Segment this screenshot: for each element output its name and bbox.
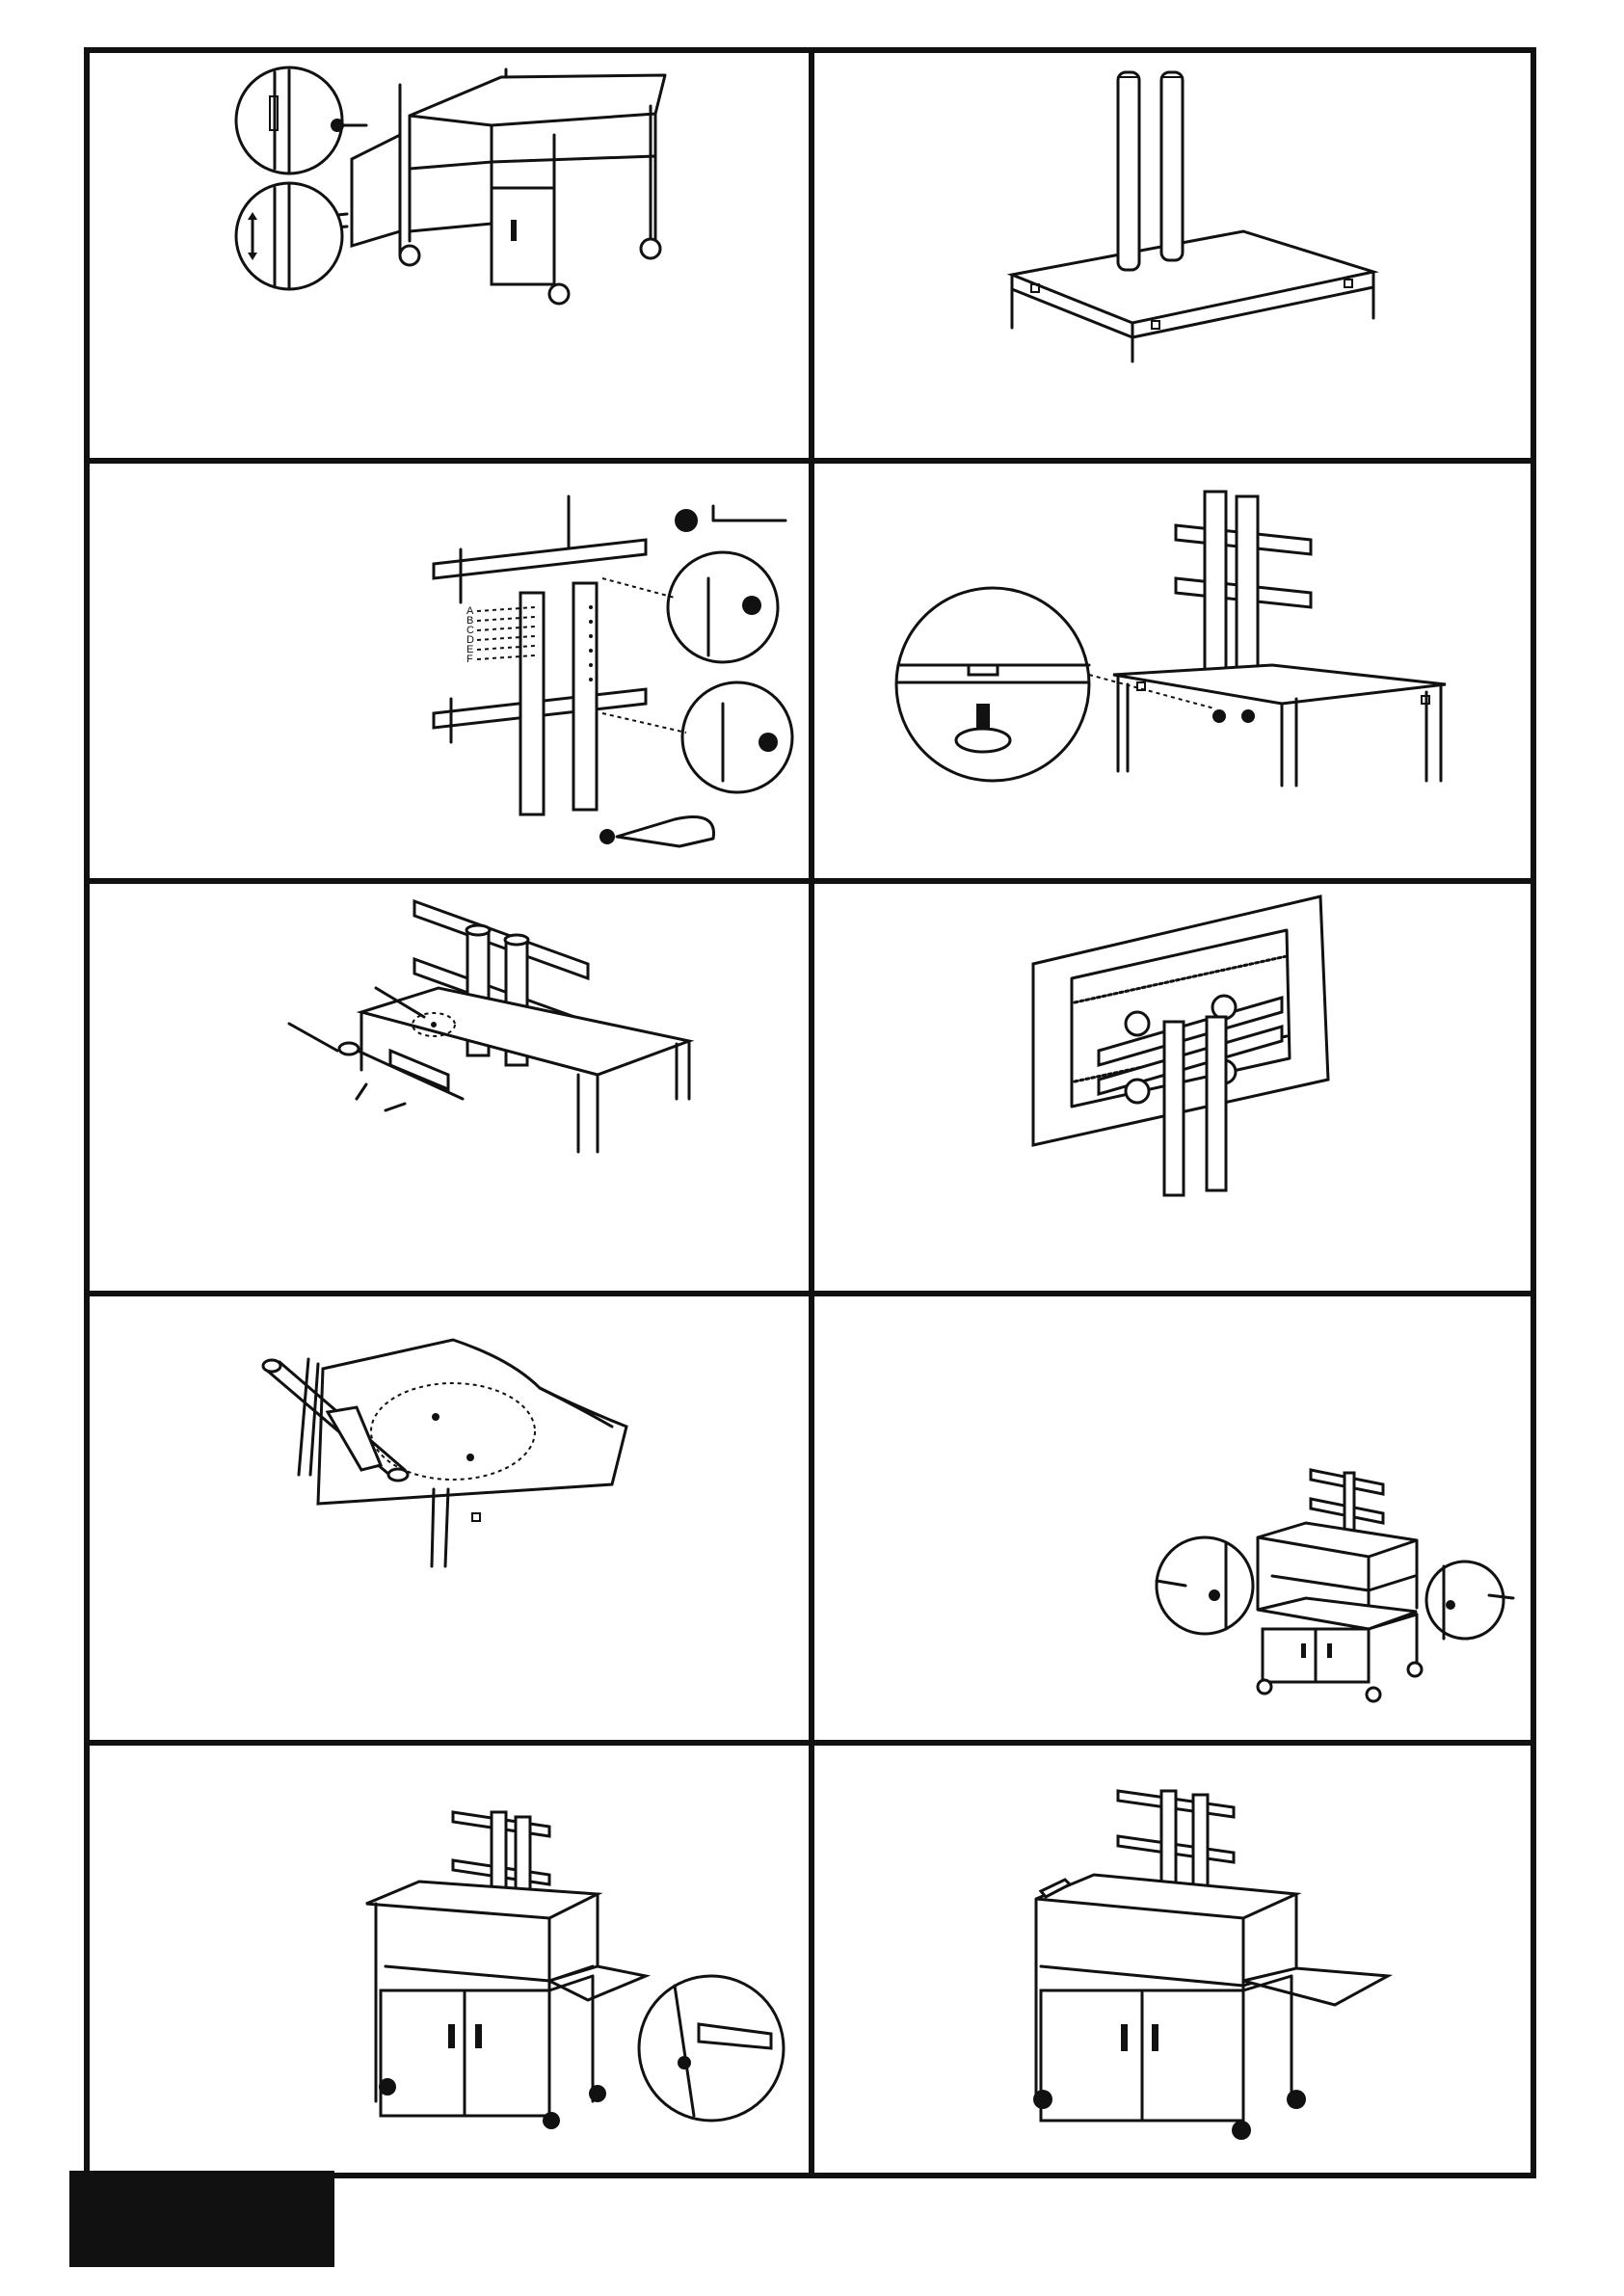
footer-tab: [69, 2171, 334, 2267]
step-8-illustration: [1157, 1470, 1513, 1701]
step-7-illustration: [263, 1340, 626, 1566]
panel-step-9: [366, 1812, 784, 2129]
hole-label-f: F: [466, 654, 473, 665]
step-2-illustration: [1012, 72, 1373, 361]
step-1-illustration: [236, 67, 665, 304]
panel-step-7: [263, 1340, 626, 1566]
panel-step-5: [289, 901, 689, 1152]
step-4-illustration: [896, 492, 1446, 786]
panel-grid: [87, 50, 1533, 2176]
panel-step-10: [1033, 1791, 1388, 2140]
step-6-illustration: [1033, 896, 1328, 1195]
panel-step-1: [236, 67, 665, 304]
step-10-illustration: [1033, 1791, 1388, 2140]
panel-step-2: [1012, 72, 1373, 361]
panel-step-6: [1033, 896, 1328, 1195]
step-5-illustration: [289, 901, 689, 1152]
step-9-illustration: [366, 1812, 784, 2129]
panel-step-3: A B C D E F: [434, 496, 792, 846]
panel-step-8: [1157, 1470, 1513, 1701]
step-3-illustration: A B C D E F: [434, 496, 792, 846]
panel-step-4: [896, 492, 1446, 786]
